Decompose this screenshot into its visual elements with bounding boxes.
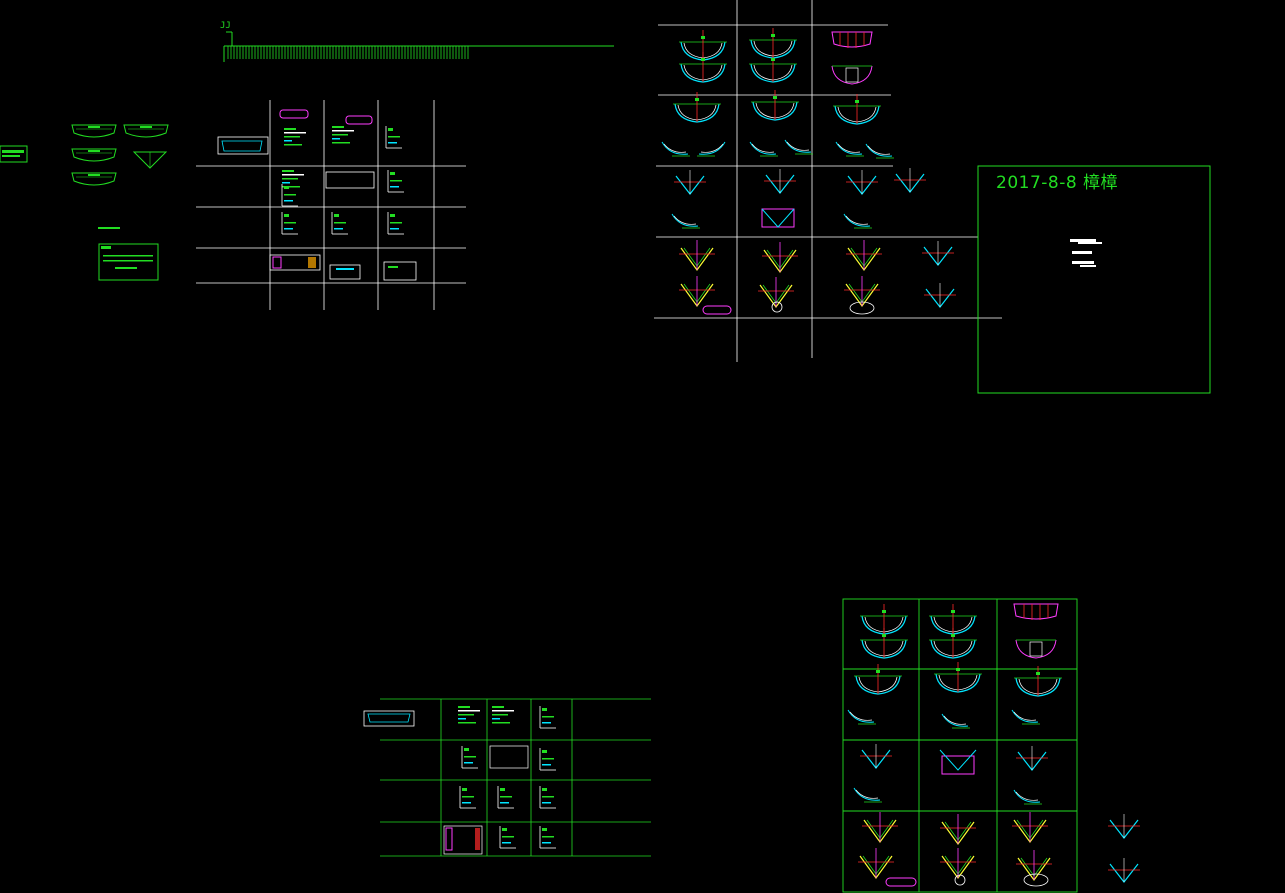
detail-table-top[interactable] [196, 100, 466, 310]
section-grid-top-drawings [661, 27, 957, 315]
ruler-label: JJ [220, 21, 231, 31]
ruler[interactable] [223, 31, 614, 62]
title-block-detail [1070, 239, 1102, 267]
overview-cluster[interactable] [0, 124, 169, 281]
detail-table-bottom-content [363, 705, 557, 855]
title-block[interactable] [977, 165, 1211, 394]
section-grid-bottom-drawings [847, 603, 1141, 887]
section-grid-top[interactable] [654, 0, 1002, 362]
drawing-date-label: 2017-8-8 樟樟 [996, 173, 1119, 193]
detail-table-top-content [221, 109, 405, 270]
detail-table-bottom[interactable] [380, 698, 651, 857]
